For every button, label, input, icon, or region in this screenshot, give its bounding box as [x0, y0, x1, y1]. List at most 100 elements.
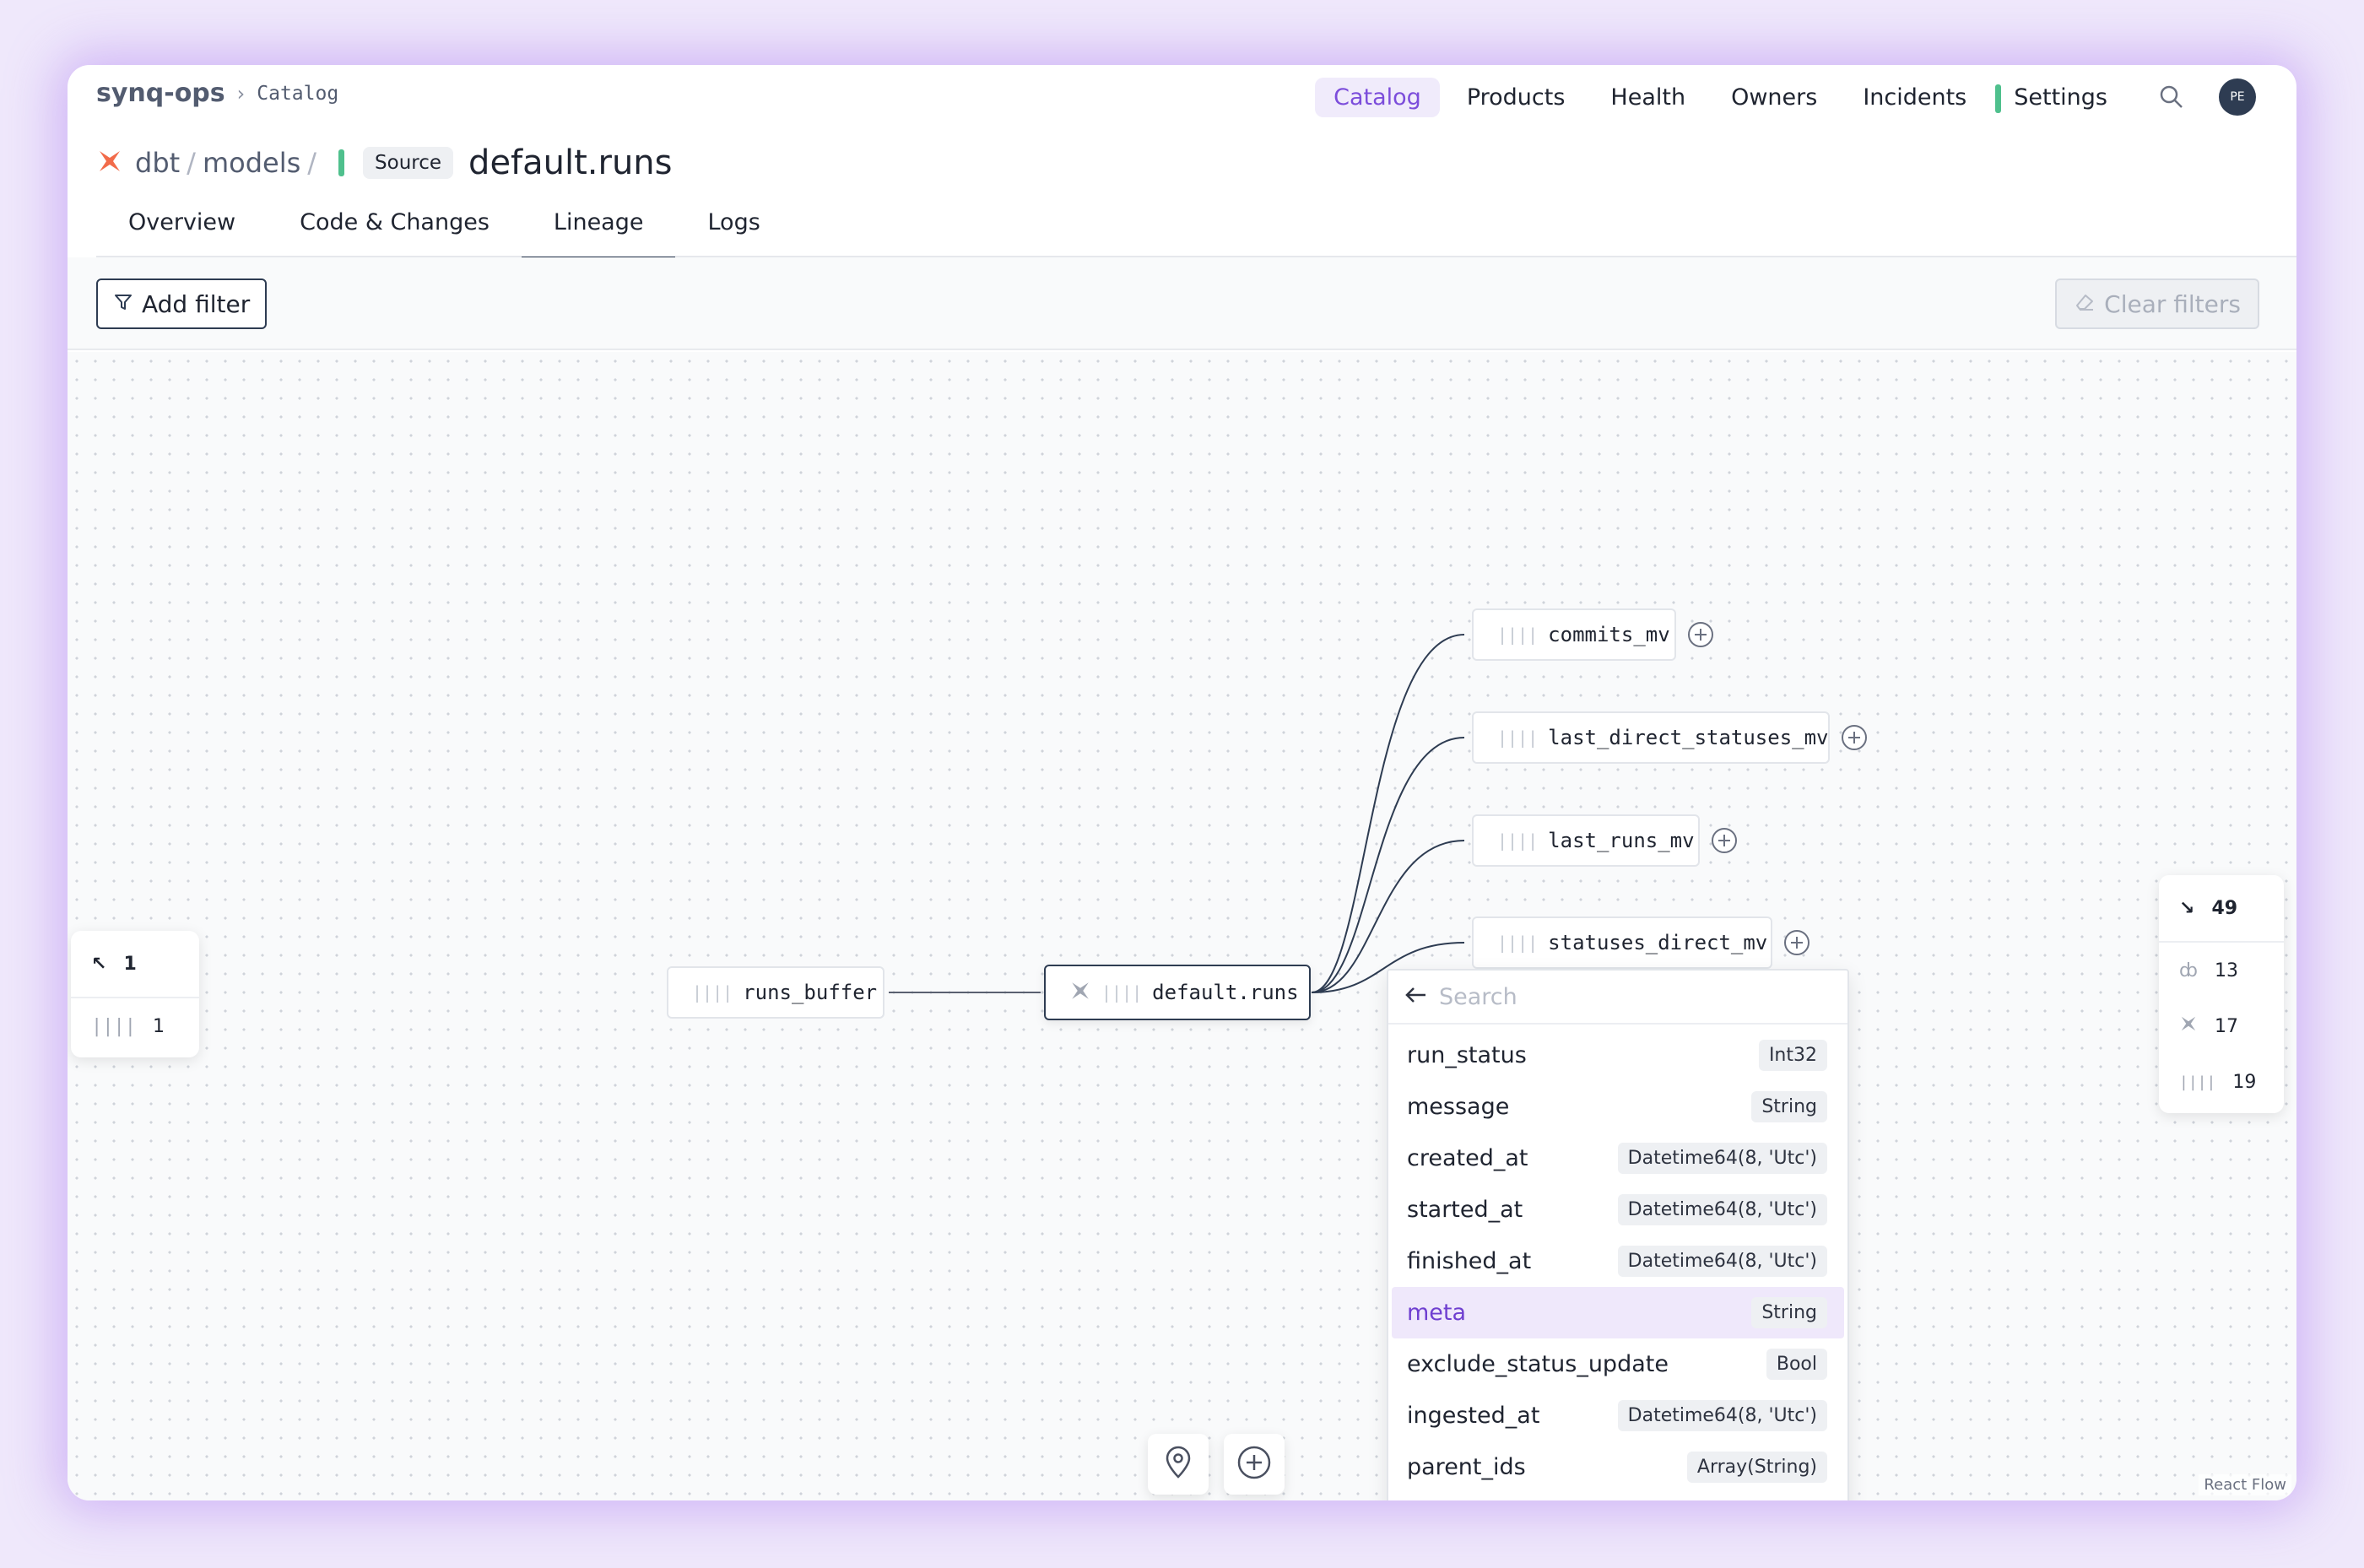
downstream-type-a[interactable]: ȸ 13 — [2159, 943, 2284, 998]
edge-last-runs — [1311, 840, 1465, 993]
path-tool[interactable]: dbt — [135, 147, 181, 179]
edge-last-direct — [1311, 737, 1465, 993]
column-type-badge: Int32 — [1758, 1040, 1827, 1071]
upstream-models[interactable]: |||| 1 — [71, 998, 199, 1054]
column-name: started_at — [1407, 1197, 1523, 1223]
nav-settings-label: Settings — [2014, 84, 2107, 111]
column-search-bar — [1388, 971, 1847, 1025]
model-icon: |||| — [91, 1015, 136, 1037]
column-option-highlighted[interactable]: meta String — [1392, 1287, 1844, 1338]
node-label: last_direct_statuses_mv — [1548, 726, 1829, 749]
main-nav: Catalog Products Health Owners Incidents… — [1306, 73, 2296, 121]
model-icon: |||| — [1497, 624, 1539, 645]
add-filter-label: Add filter — [142, 289, 251, 318]
downstream-type-a-count: 13 — [2214, 960, 2238, 981]
column-type-badge: Datetime64(8, 'Utc') — [1617, 1246, 1827, 1277]
search-icon[interactable] — [2155, 80, 2188, 114]
node-type-icon: ȸ — [2179, 960, 2198, 981]
react-flow-attribution[interactable]: React Flow — [2199, 1474, 2291, 1495]
add-filter-button[interactable]: Add filter — [96, 278, 268, 329]
clear-filters-label: Clear filters — [2104, 289, 2241, 318]
type-badge: Source — [363, 147, 454, 179]
column-name: meta — [1407, 1300, 1467, 1326]
avatar[interactable]: PE — [2219, 78, 2256, 116]
column-name: ingested_at — [1407, 1403, 1540, 1429]
clear-filters-button[interactable]: Clear filters — [2055, 278, 2259, 329]
nav-catalog[interactable]: Catalog — [1315, 77, 1440, 117]
breadcrumb-section[interactable]: Catalog — [257, 82, 339, 105]
column-type-badge: Datetime64(8, 'Utc') — [1617, 1400, 1827, 1431]
column-name: exclude_status_update — [1407, 1351, 1669, 1377]
column-option[interactable]: started_at Datetime64(8, 'Utc') — [1392, 1184, 1844, 1235]
downstream-total[interactable]: ↘ 49 — [2159, 875, 2284, 943]
lineage-node-last-runs-mv[interactable]: |||| last_runs_mv — [1472, 814, 1700, 867]
downstream-type-b[interactable]: 17 — [2159, 998, 2284, 1054]
breadcrumb-org[interactable]: synq-ops — [96, 78, 225, 108]
path-folder[interactable]: models — [202, 147, 301, 179]
tab-lineage[interactable]: Lineage — [521, 192, 676, 259]
column-type-badge: String — [1751, 1297, 1827, 1328]
column-option[interactable]: run_status Int32 — [1392, 1030, 1844, 1081]
upstream-total[interactable]: ↖ 1 — [71, 931, 199, 998]
node-label: commits_mv — [1548, 623, 1670, 646]
expand-plus-icon[interactable] — [1782, 928, 1811, 957]
expand-plus-icon[interactable] — [1710, 826, 1739, 855]
chevron-right-icon: › — [236, 81, 246, 105]
model-icon: |||| — [1497, 933, 1539, 953]
edge-commits — [1311, 634, 1465, 993]
column-type-badge: Datetime64(8, 'Utc') — [1617, 1194, 1827, 1225]
lineage-node-selected[interactable]: |||| default.runs — [1044, 965, 1311, 1020]
lineage-node-upstream[interactable]: |||| runs_buffer — [667, 966, 884, 1019]
nav-health[interactable]: Health — [1610, 84, 1686, 111]
arrow-left-icon[interactable] — [1404, 985, 1427, 1008]
downstream-type-b-count: 17 — [2215, 1015, 2238, 1037]
column-option[interactable]: exclude_status_update Bool — [1392, 1338, 1844, 1390]
eraser-icon — [2074, 290, 2096, 318]
locate-button[interactable] — [1148, 1434, 1209, 1495]
column-option[interactable]: ingested_at Datetime64(8, 'Utc') — [1392, 1390, 1844, 1441]
lineage-canvas[interactable]: ↖ 1 |||| 1 ↘ 49 ȸ 13 17 — [68, 352, 2296, 1500]
expand-plus-icon[interactable] — [1840, 723, 1869, 752]
lineage-node-statuses-direct-mv[interactable]: |||| statuses_direct_mv — [1472, 916, 1772, 969]
entity-header: dbt / models / Source default.runs — [96, 138, 673, 188]
edge-statuses — [1311, 942, 1465, 993]
add-node-button[interactable] — [1224, 1434, 1285, 1495]
arrow-down-right-icon: ↘ — [2179, 897, 2195, 919]
nav-incidents[interactable]: Incidents — [1863, 84, 1967, 111]
page-title: default.runs — [468, 143, 673, 182]
nav-owners[interactable]: Owners — [1731, 84, 1818, 111]
expand-plus-icon[interactable] — [1686, 620, 1715, 649]
map-pin-icon — [1164, 1446, 1193, 1483]
node-label: last_runs_mv — [1548, 829, 1695, 852]
edges — [889, 634, 1465, 993]
settings-indicator — [1995, 84, 2002, 113]
tab-logs[interactable]: Logs — [707, 209, 760, 235]
column-name: run_status — [1407, 1042, 1527, 1068]
downstream-total-count: 49 — [2211, 897, 2238, 919]
upstream-total-count: 1 — [123, 953, 137, 975]
filter-bar — [68, 257, 2296, 350]
model-icon: |||| — [1497, 830, 1539, 851]
top-header: synq-ops › Catalog Catalog Products Heal… — [68, 65, 2296, 128]
node-label: default.runs — [1152, 981, 1299, 1004]
model-icon: |||| — [1101, 982, 1143, 1003]
column-option[interactable]: skippedBool — [1392, 1493, 1844, 1500]
column-type-badge: Bool — [1766, 1349, 1827, 1380]
tab-overview[interactable]: Overview — [128, 209, 236, 235]
tab-bar: Overview Code & Changes Lineage Logs — [96, 192, 2296, 259]
tab-code-changes[interactable]: Code & Changes — [300, 209, 490, 235]
downstream-type-c[interactable]: |||| 19 — [2159, 1054, 2284, 1110]
dbt-icon — [96, 148, 123, 178]
model-icon: |||| — [692, 982, 733, 1003]
nav-products[interactable]: Products — [1466, 84, 1566, 111]
nav-settings[interactable]: Settings — [1993, 78, 2126, 117]
column-type-badge: String — [1751, 1091, 1827, 1122]
lineage-node-commits-mv[interactable]: |||| commits_mv — [1472, 608, 1676, 661]
column-search-input[interactable] — [1439, 983, 1810, 1010]
lineage-node-last-direct-statuses-mv[interactable]: |||| last_direct_statuses_mv — [1472, 711, 1830, 764]
